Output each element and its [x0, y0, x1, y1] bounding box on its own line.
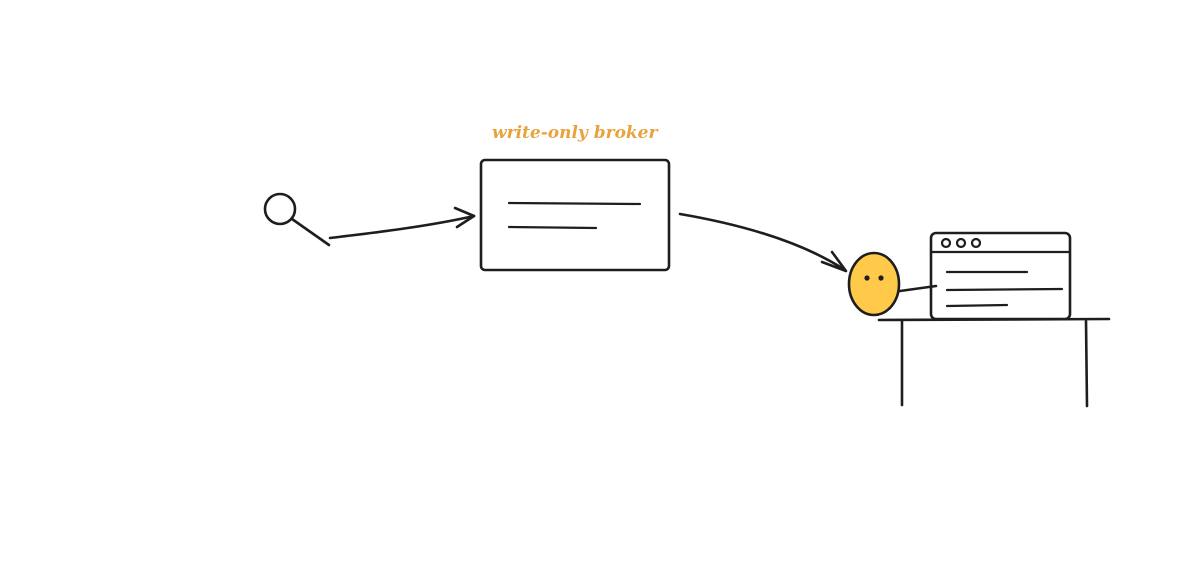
- browser-dot-1: [940, 237, 952, 249]
- browser-window-icon: [929, 231, 1072, 321]
- browser-text-line-2: [945, 287, 1064, 292]
- broker-text-line-1: [507, 201, 642, 206]
- desk-icon: [877, 317, 1111, 408]
- broker-text-line-2: [507, 225, 598, 230]
- key-icon: [263, 192, 331, 247]
- browser-dot-2: [955, 237, 967, 249]
- person-eye-right: [878, 275, 884, 281]
- person-eye-left: [864, 275, 870, 281]
- person-head-icon: [847, 251, 938, 317]
- browser-dot-3: [970, 237, 982, 249]
- broker-box: [479, 158, 671, 272]
- arrow-broker-to-person: [678, 212, 848, 273]
- desk-leg-right: [1084, 319, 1089, 408]
- browser-text-line-3: [945, 303, 1009, 308]
- arrow-key-to-broker: [328, 206, 476, 240]
- broker-label: write-only broker: [492, 123, 659, 143]
